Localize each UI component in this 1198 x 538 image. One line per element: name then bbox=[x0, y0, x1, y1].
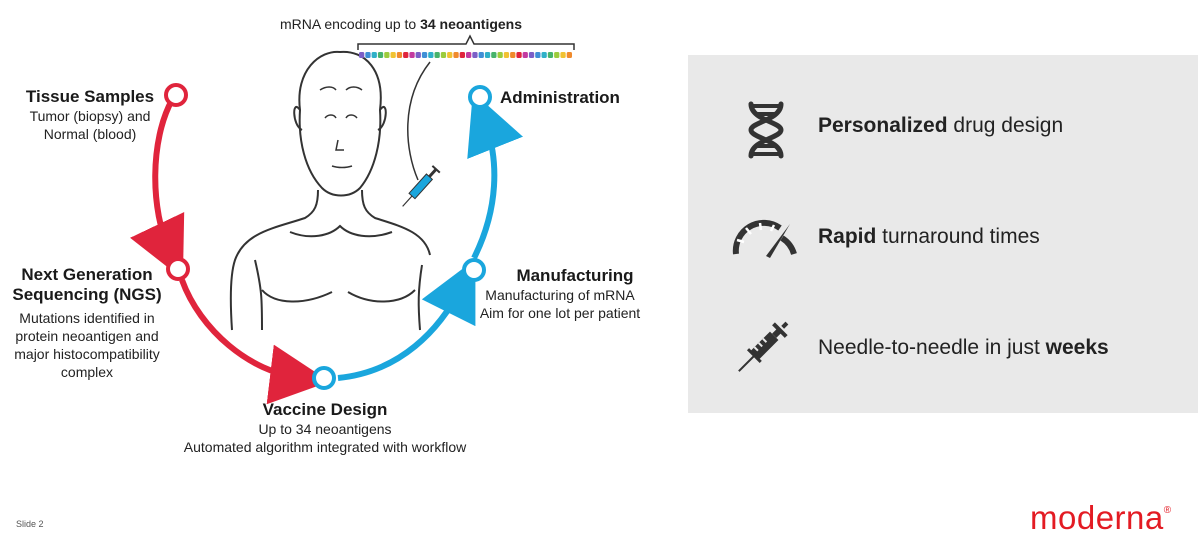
patient-illustration bbox=[229, 50, 431, 331]
speedometer-icon bbox=[732, 219, 797, 258]
vaccine-title: Vaccine Design bbox=[262, 400, 388, 419]
mrna-strand bbox=[359, 52, 572, 58]
tissue-line1: Tumor (biopsy) and bbox=[29, 108, 151, 124]
strand-bead bbox=[459, 52, 465, 58]
strand-bead bbox=[547, 52, 554, 58]
strand-bead bbox=[409, 52, 415, 58]
strand-bead bbox=[541, 52, 547, 58]
strand-bead bbox=[428, 52, 434, 58]
strand-bead bbox=[466, 52, 472, 58]
strand-pointer-line bbox=[407, 61, 431, 181]
strand-bead bbox=[491, 52, 497, 58]
ngs-line3: major histocompatibility bbox=[14, 346, 160, 362]
feature-personalized-bold: Personalized bbox=[818, 114, 948, 137]
ngs-title2: Sequencing (NGS) bbox=[12, 285, 162, 304]
syringe-icon bbox=[738, 321, 789, 372]
logo-text: moderna bbox=[1030, 499, 1164, 536]
strand-bead bbox=[365, 52, 371, 58]
strand-bead bbox=[484, 52, 491, 58]
node-administration bbox=[468, 85, 492, 109]
strand-bead bbox=[447, 52, 453, 58]
feature-needle-pre: Needle-to-needle in just bbox=[818, 336, 1046, 359]
feature-rapid-rest: turnaround times bbox=[876, 225, 1040, 248]
strand-bead bbox=[503, 52, 510, 58]
feature-rapid: Rapid turnaround times bbox=[818, 225, 1040, 249]
arrow-tissue-to-ngs bbox=[130, 98, 185, 280]
node-vaccine bbox=[312, 366, 336, 390]
logo-registered-mark: ® bbox=[1163, 505, 1172, 516]
arrow-vaccine-to-manufacturing bbox=[337, 259, 476, 381]
strand-bead bbox=[560, 52, 566, 58]
strand-bead bbox=[434, 52, 440, 58]
moderna-logo: moderna® bbox=[1030, 499, 1172, 537]
ngs-line4: complex bbox=[60, 364, 114, 380]
ngs-title1: Next Generation bbox=[21, 265, 153, 284]
feature-personalized-rest: drug design bbox=[947, 114, 1064, 137]
administration-title: Administration bbox=[500, 88, 620, 107]
manufacturing-line1: Manufacturing of mRNA bbox=[485, 287, 635, 303]
strand-bead bbox=[371, 52, 377, 58]
slide-number: Slide 2 bbox=[16, 519, 44, 529]
arrow-ngs-to-vaccine bbox=[179, 278, 330, 405]
vaccine-line1: Up to 34 neoantigens bbox=[258, 421, 392, 437]
strand-bead bbox=[497, 52, 503, 58]
node-manufacturing bbox=[462, 258, 486, 282]
strand-bead bbox=[535, 52, 541, 58]
strand-bead bbox=[359, 52, 365, 58]
manufacturing-line2: Aim for one lot per patient bbox=[479, 305, 641, 321]
strand-label-bold: 34 neoantigens bbox=[420, 16, 523, 32]
strand-label: mRNA encoding up to 34 neoantigens bbox=[280, 15, 522, 33]
strand-bead bbox=[554, 52, 560, 58]
manufacturing-title: Manufacturing bbox=[516, 266, 634, 285]
vaccine-line2: Automated algorithm integrated with work… bbox=[183, 439, 467, 455]
strand-bead bbox=[403, 52, 409, 58]
feature-personalized: Personalized drug design bbox=[818, 114, 1063, 138]
strand-bead bbox=[472, 52, 478, 58]
tissue-line2: Normal (blood) bbox=[43, 126, 137, 142]
strand-bead bbox=[421, 52, 428, 58]
strand-bead bbox=[390, 52, 396, 58]
feature-needle-bold: weeks bbox=[1045, 336, 1109, 359]
tissue-title: Tissue Samples bbox=[25, 87, 155, 106]
tissue-samples-block: Tissue Samples Tumor (biopsy) and Normal… bbox=[10, 87, 170, 143]
strand-bead bbox=[384, 52, 390, 58]
node-tissue bbox=[164, 83, 188, 107]
strand-bead bbox=[566, 52, 572, 58]
vaccine-design-block: Vaccine Design Up to 34 neoantigens Auto… bbox=[170, 400, 480, 456]
ngs-block: Next Generation Sequencing (NGS) Mutatio… bbox=[4, 265, 170, 381]
strand-bead bbox=[510, 52, 516, 58]
strand-bead bbox=[440, 52, 447, 58]
arrow-manufacturing-to-administration bbox=[467, 92, 523, 260]
strand-bead bbox=[415, 52, 421, 58]
strand-bead bbox=[377, 52, 384, 58]
ngs-line1: Mutations identified in bbox=[19, 310, 155, 326]
strand-bead bbox=[528, 52, 535, 58]
strand-bead bbox=[478, 52, 484, 58]
dna-icon bbox=[748, 101, 784, 159]
strand-brace bbox=[357, 34, 575, 50]
strand-bead bbox=[453, 52, 459, 58]
ngs-line2: protein neoantigen and bbox=[15, 328, 159, 344]
node-ngs bbox=[166, 257, 190, 281]
feature-rapid-bold: Rapid bbox=[818, 225, 877, 248]
feature-needle: Needle-to-needle in just weeks bbox=[818, 336, 1109, 360]
manufacturing-block: Manufacturing Manufacturing of mRNA Aim … bbox=[470, 266, 650, 322]
strand-label-prefix: mRNA encoding up to bbox=[280, 16, 421, 32]
strand-bead bbox=[516, 52, 522, 58]
strand-bead bbox=[396, 52, 403, 58]
injection-syringe bbox=[402, 165, 441, 207]
strand-bead bbox=[522, 52, 528, 58]
workflow-diagram bbox=[130, 34, 575, 405]
